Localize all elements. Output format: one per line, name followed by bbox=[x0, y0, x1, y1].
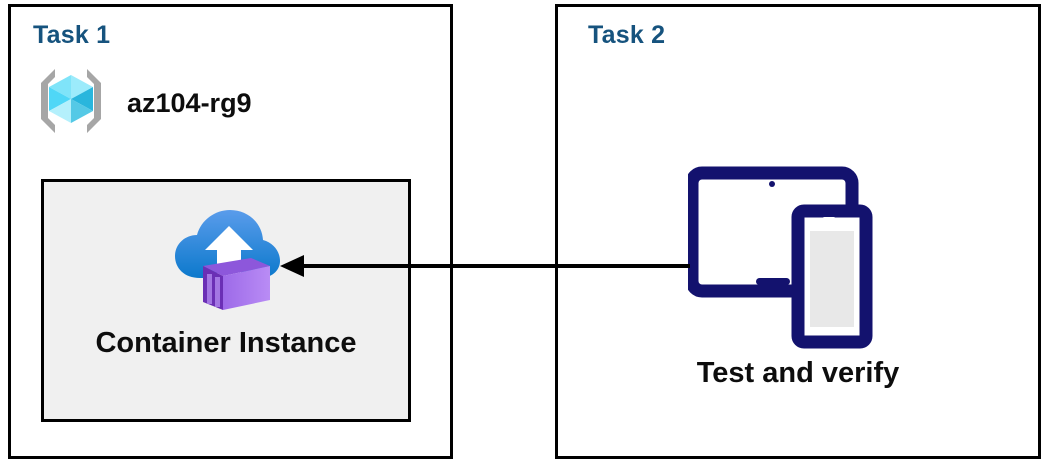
flow-arrow bbox=[278, 250, 690, 282]
test-and-verify-caption: Test and verify bbox=[696, 357, 900, 389]
task-1-panel: Task 1 az104-rg9 bbox=[8, 4, 453, 459]
tablet-and-phone-icon bbox=[685, 165, 888, 355]
container-instance-icon bbox=[167, 198, 285, 321]
task-2-label: Task 2 bbox=[588, 21, 666, 49]
container-instance-caption: Container Instance bbox=[95, 327, 357, 359]
resource-group-name: az104-rg9 bbox=[127, 88, 252, 118]
resource-group-row: az104-rg9 bbox=[33, 65, 252, 142]
task-1-label: Task 1 bbox=[33, 21, 111, 49]
container-instance-box: Container Instance bbox=[41, 179, 411, 422]
resource-group-icon bbox=[33, 65, 109, 142]
task-2-panel: Task 2 Test and verify bbox=[555, 4, 1041, 459]
